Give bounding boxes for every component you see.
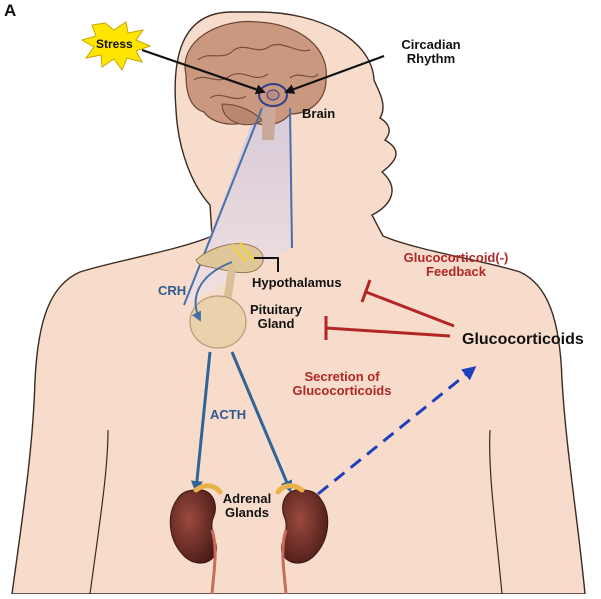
feedback-inhibit-bar-hypothalamus (360, 279, 372, 303)
pituitary-gland-label: Pituitary Gland (236, 302, 316, 332)
circadian-line2: Rhythm (406, 51, 456, 67)
stress-arrow (141, 48, 266, 95)
left-kidney-icon (169, 483, 223, 595)
hypothalamus-neuron (231, 243, 247, 263)
glucocorticoids-label: Glucocorticoids (462, 331, 584, 348)
crh-line (183, 107, 263, 306)
brain-stem (262, 108, 276, 140)
feedback-inhibit-line-hypothalamus (365, 290, 455, 328)
pituitary-gland-shape (189, 295, 247, 349)
hypothalamus-label: Hypothalamus (252, 275, 342, 290)
right-kidney-icon (275, 483, 329, 595)
acth-arrow-right (230, 351, 293, 493)
hypothalamus-neuron (239, 241, 255, 261)
acth-label: ACTH (210, 407, 247, 422)
neck-line-right (289, 107, 293, 249)
brain-fold (289, 73, 319, 79)
adrenal-glands-label: Adrenal Glands (212, 491, 282, 521)
adrenal-line2: Glands (224, 505, 270, 521)
feedback-line1: Glucocorticoid(-) (403, 250, 509, 265)
adrenal-line1: Adrenal (222, 491, 272, 506)
secretion-label: Secretion of Glucocorticoids (272, 369, 412, 399)
stress-star-icon (80, 21, 152, 72)
pituitary-stalk (224, 264, 236, 300)
hypothalamus-target-core (266, 89, 280, 101)
hypothalamus-bracket (254, 257, 279, 272)
crh-curve-arrow (191, 261, 233, 322)
secretion-line2: Glucocorticoids (292, 383, 392, 399)
feedback-label: Glucocorticoid(-) Feedback (386, 250, 526, 280)
right-arm-line (489, 429, 503, 595)
hypothalamus-target-circle (258, 83, 288, 107)
feedback-line2: Feedback (426, 264, 486, 280)
crh-label: CRH (158, 283, 187, 298)
stress-label: Stress (96, 37, 133, 51)
panel-letter: A (4, 1, 17, 20)
secretion-line1: Secretion of (304, 369, 380, 384)
acth-arrow-left (190, 351, 212, 493)
circadian-arrow (284, 54, 385, 94)
secretion-dashed-arrow (317, 366, 477, 496)
circadian-line1: Circadian (401, 37, 461, 52)
brain-fold (193, 73, 269, 81)
brain-fold (197, 44, 311, 61)
circadian-rhythm-label: Circadian Rhythm (386, 37, 476, 67)
feedback-inhibit-line-pituitary (325, 326, 451, 338)
brain-fold (209, 94, 247, 100)
brain-label: Brain (302, 106, 336, 121)
pituitary-line2: Gland (257, 316, 295, 332)
left-arm-line (89, 429, 109, 595)
cerebellum (221, 103, 263, 126)
pituitary-line1: Pituitary (249, 302, 302, 317)
